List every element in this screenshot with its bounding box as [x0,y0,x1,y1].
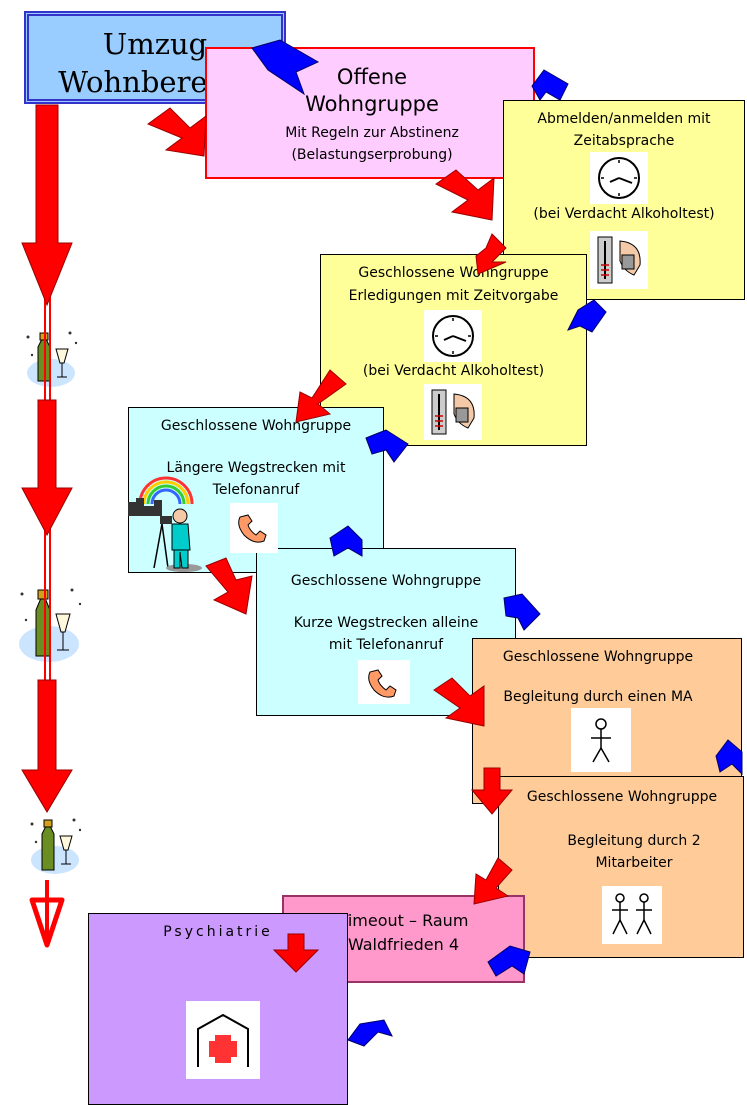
down-arrow [21,399,73,537]
red-step-arrow [435,169,495,221]
box-lang-sub2: Telefonanruf [212,482,300,498]
blue-up-arrow [531,69,569,101]
box-kurz-title: Geschlossene Wohngruppe [290,573,482,589]
box-abmelden-note: (bei Verdacht Alkoholtest) [533,206,715,222]
blue-up-arrow [487,945,531,977]
box-2ma-sub2: Mitarbeiter [595,855,673,871]
two-persons-icon [602,886,662,944]
red-step-arrow [272,933,320,973]
box-offene-sub2: (Belastungserprobung) [291,147,453,163]
blue-up-arrow [503,593,541,631]
box-offene-title1: Offene [336,65,408,89]
box-2ma-sub1: Begleitung durch 2 [567,833,701,849]
blue-up-arrow [715,739,743,776]
down-arrow [21,679,73,813]
champagne-icon [22,812,88,878]
phone-icon [230,503,278,553]
box-kurz-sub2: mit Telefonanruf [328,637,444,653]
red-step-arrow [473,857,513,905]
person-icon [571,708,631,772]
box-zeit-title1: Geschlossene Wohngruppe [358,265,549,281]
red-step-arrow [295,369,347,423]
clock-icon [590,152,648,204]
red-step-arrow [146,107,207,157]
box-zeit-title2: Erledigungen mit Zeitvorgabe [348,288,559,304]
red-step-arrow [475,233,507,275]
box-abmelden-title2: Zeitabsprache [573,133,675,149]
red-step-arrow [470,767,514,815]
box-timeout-line2: Waldfrieden 4 [347,935,460,954]
breathalyzer-icon [424,384,482,440]
breathalyzer-icon [590,231,648,289]
box-ma-title: Geschlossene Wohngruppe [502,649,694,665]
box-ma-sub: Begleitung durch einen MA [503,689,693,705]
blue-up-arrow [365,429,409,463]
red-step-arrow [205,557,253,615]
box-psychiatrie-title: Psychiatrie [163,924,273,940]
photographer-icon [128,476,208,572]
blue-up-arrow [251,39,320,96]
box-lang-title: Geschlossene Wohngruppe [160,418,352,434]
box-offene-title2: Wohngruppe [305,92,439,116]
box-umzug-line1: Umzug [102,27,208,61]
red-step-arrow [433,677,485,727]
box-lang-sub1: Längere Wegstrecken mit [166,460,346,476]
box-abmelden-title1: Abmelden/anmelden mit [537,111,711,127]
box-kurz-sub1: Kurze Wegstrecken alleine [293,615,479,631]
blue-up-arrow [567,299,607,333]
clock-icon [424,310,482,362]
hospital-icon [186,1001,260,1079]
phone-icon [358,660,410,704]
blue-up-arrow [347,1019,393,1047]
box-zeit-note: (bei Verdacht Alkoholtest) [362,363,545,379]
box-timeout-line1: Timeout – Raum [338,911,469,930]
down-arrow [21,104,73,307]
box-offene-sub1: Mit Regeln zur Abstinenz [285,125,459,141]
box-2ma-title: Geschlossene Wohngruppe [526,789,718,805]
blue-up-arrow [329,525,363,557]
